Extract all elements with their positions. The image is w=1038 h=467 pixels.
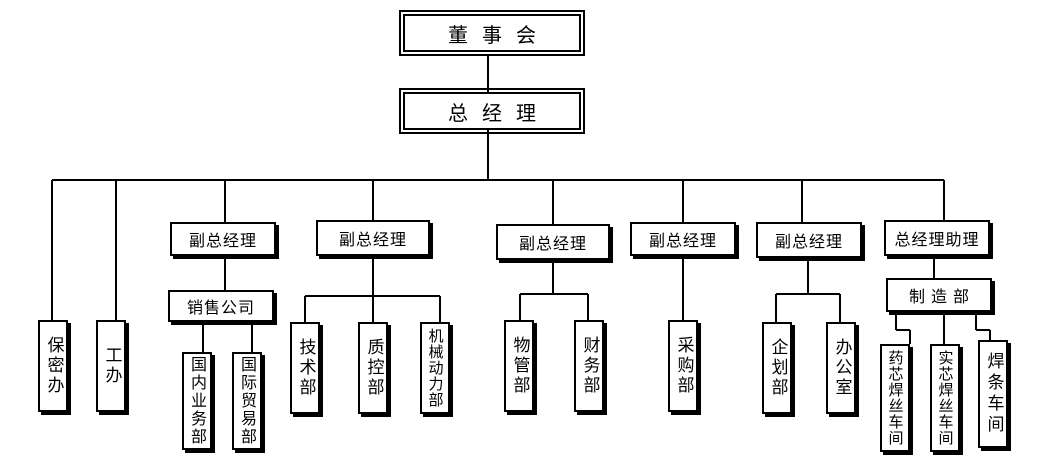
trade-dept-box: 国际贸易部 — [232, 352, 262, 450]
vp3-box: 副总经理 — [496, 224, 610, 260]
materials-dept-box: 物管部 — [504, 320, 534, 412]
purchase-dept-label: 采购部 — [673, 336, 694, 396]
workshop-core-label: 药芯焊丝车间 — [886, 350, 905, 446]
materials-dept-label: 物管部 — [509, 336, 530, 396]
finance-dept-label: 财务部 — [579, 336, 600, 396]
gm-assistant-box: 总经理助理 — [884, 220, 990, 256]
vp1-label: 副总经理 — [188, 231, 257, 250]
trade-dept-label: 国际贸易部 — [238, 356, 257, 446]
vp2-label: 副总经理 — [338, 230, 407, 249]
mech-dept-label: 机械动力部 — [426, 328, 445, 408]
planning-dept-label: 企划部 — [767, 338, 788, 398]
works-office-label: 工办 — [101, 346, 122, 386]
workshop-solid-box: 实芯焊丝车间 — [930, 344, 960, 452]
qc-dept-box: 质控部 — [358, 322, 388, 414]
planning-dept-box: 企划部 — [762, 322, 792, 414]
manufacturing-dept-box: 制造部 — [886, 278, 992, 312]
vp3-label: 副总经理 — [518, 234, 587, 253]
domestic-dept-label: 国内业务部 — [188, 356, 207, 446]
general-manager-label: 总经理 — [448, 100, 550, 125]
mech-dept-box: 机械动力部 — [420, 322, 450, 414]
general-manager-box: 总经理 — [399, 88, 585, 134]
qc-dept-label: 质控部 — [363, 338, 384, 398]
office-box: 办公室 — [826, 322, 856, 414]
vp4-box: 副总经理 — [630, 222, 736, 256]
board-label: 董事会 — [448, 22, 550, 47]
vp5-label: 副总经理 — [774, 232, 843, 251]
sales-company-label: 销售公司 — [186, 298, 255, 317]
purchase-dept-box: 采购部 — [668, 320, 698, 412]
gm-assistant-label: 总经理助理 — [894, 230, 980, 249]
secrecy-office-label: 保密办 — [43, 336, 64, 396]
vp4-label: 副总经理 — [648, 231, 717, 250]
secrecy-office-box: 保密办 — [38, 320, 68, 412]
manufacturing-dept-label: 制造部 — [908, 287, 975, 306]
tech-dept-box: 技术部 — [290, 322, 320, 414]
office-label: 办公室 — [831, 338, 852, 398]
workshop-core-box: 药芯焊丝车间 — [880, 344, 910, 452]
domestic-dept-box: 国内业务部 — [182, 352, 212, 450]
sales-company-box: 销售公司 — [168, 290, 274, 322]
tech-dept-label: 技术部 — [295, 338, 316, 398]
finance-dept-box: 财务部 — [574, 320, 604, 412]
board-box: 董事会 — [399, 10, 585, 56]
vp1-box: 副总经理 — [170, 222, 276, 256]
vp5-box: 副总经理 — [756, 222, 862, 258]
workshop-solid-label: 实芯焊丝车间 — [936, 350, 955, 446]
workshop-rod-label: 焊条车间 — [983, 352, 1004, 436]
workshop-rod-box: 焊条车间 — [978, 340, 1008, 448]
vp2-box: 副总经理 — [316, 220, 430, 256]
works-office-box: 工办 — [96, 320, 126, 412]
